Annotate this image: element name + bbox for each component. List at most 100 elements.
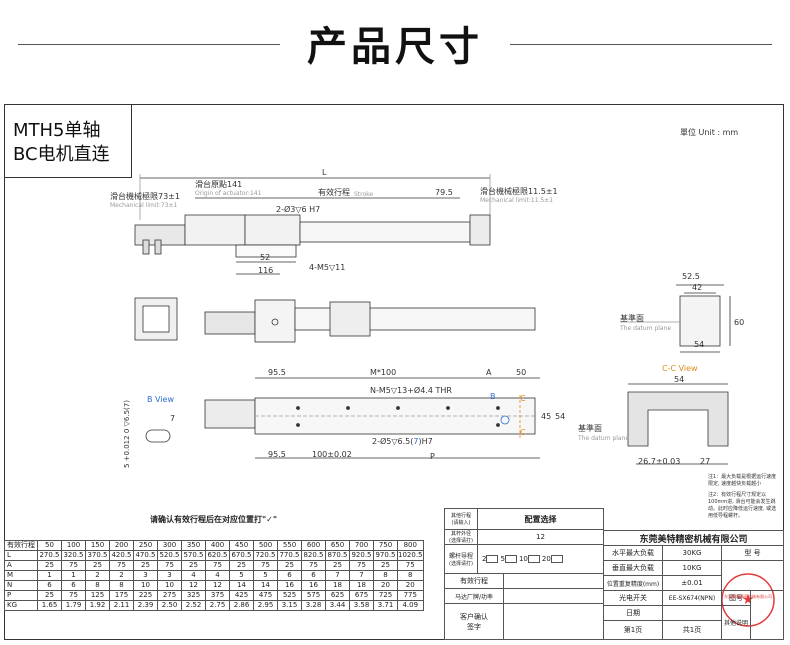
table-cell: 370.5 bbox=[85, 550, 110, 561]
table-cell: 325 bbox=[181, 590, 206, 601]
table-cell: 75 bbox=[301, 560, 326, 571]
table-cell: 125 bbox=[85, 590, 110, 601]
model-box: MTH5单轴 BC电机直连 bbox=[4, 104, 132, 178]
date-input[interactable] bbox=[662, 605, 722, 621]
lead-option-20-label: 20 bbox=[541, 555, 551, 563]
unit-label: 單位 Unit : mm bbox=[680, 128, 739, 137]
table-cell: 7 bbox=[349, 570, 374, 581]
datum-2-label-en: The datum plane bbox=[578, 435, 630, 442]
spec-value: 10KG bbox=[662, 560, 722, 576]
b-view-tolerance-a: 5 +0.012 bbox=[123, 435, 131, 468]
table-cell: 18 bbox=[325, 580, 350, 591]
spec-value: 30KG bbox=[662, 545, 722, 561]
table-cell: 1 bbox=[37, 570, 62, 581]
table-header: 50 bbox=[37, 540, 62, 551]
motor-brand-input[interactable] bbox=[503, 588, 604, 604]
table-cell: 175 bbox=[109, 590, 134, 601]
table-cell: 470.5 bbox=[133, 550, 158, 561]
table-cell: 475 bbox=[253, 590, 278, 601]
lead-option-2[interactable]: 2 bbox=[482, 555, 499, 563]
other-stroke-cell: 其他行程 (请输入) bbox=[444, 508, 478, 530]
stroke-label-en: Stroke bbox=[354, 191, 374, 198]
dim-95-5-bottom: 95.5 bbox=[268, 450, 286, 459]
row-label: M bbox=[4, 570, 38, 581]
lead-sub: (选择请打) bbox=[449, 561, 473, 567]
table-header: 150 bbox=[85, 540, 110, 551]
table-cell: 720.5 bbox=[253, 550, 278, 561]
table-cell: 2 bbox=[109, 570, 134, 581]
lead-options: 2 5 10 20 bbox=[477, 544, 604, 574]
spec-panel: 东莞美特精密机械有限公司 水平最大负载 30KG 型 号 垂直最大负载 10KG… bbox=[603, 530, 784, 640]
table-cell: 25 bbox=[229, 560, 254, 571]
table-cell: 25 bbox=[181, 560, 206, 571]
table-cell: 75 bbox=[349, 560, 374, 571]
rod-diameter-label: 其杆外径 bbox=[450, 531, 471, 537]
dim-P: P bbox=[430, 452, 435, 461]
table-cell: 75 bbox=[157, 560, 182, 571]
dim-27: 27 bbox=[700, 457, 711, 466]
dim-52-5: 52.5 bbox=[682, 272, 700, 281]
lead-option-10[interactable]: 10 bbox=[519, 555, 540, 563]
table-cell: 3 bbox=[133, 570, 158, 581]
customer-confirm-label: 客户确认 bbox=[460, 612, 488, 621]
table-cell: 25 bbox=[37, 590, 62, 601]
dim-26-7: 26.7±0.03 bbox=[638, 457, 681, 466]
table-cell: 1.65 bbox=[37, 600, 62, 611]
table-cell: 525 bbox=[277, 590, 302, 601]
lead-option-10-label: 10 bbox=[518, 555, 528, 563]
lead-option-5[interactable]: 5 bbox=[500, 555, 517, 563]
table-cell: 670.5 bbox=[229, 550, 254, 561]
table-cell: 75 bbox=[61, 560, 86, 571]
table-cell: 775 bbox=[397, 590, 424, 601]
row-label: N bbox=[4, 580, 38, 591]
table-header: 750 bbox=[373, 540, 398, 551]
spec-key: 垂直最大负载 bbox=[603, 560, 663, 576]
lead-option-2-box[interactable] bbox=[486, 555, 499, 563]
customer-sign-input[interactable] bbox=[503, 603, 604, 640]
table-cell: 4 bbox=[205, 570, 230, 581]
dim-50: 50 bbox=[516, 368, 527, 377]
table-cell: 75 bbox=[397, 560, 424, 571]
other-stroke-sub: (请输入) bbox=[451, 520, 471, 526]
model-line-1: MTH5单轴 bbox=[13, 120, 101, 141]
c-marker-bottom: C bbox=[520, 428, 526, 437]
dim-52: 52 bbox=[260, 253, 271, 262]
table-cell: 2 bbox=[85, 570, 110, 581]
table-cell: 8 bbox=[397, 570, 424, 581]
table-cell: 675 bbox=[349, 590, 374, 601]
origin-label: 滑台原點141 bbox=[195, 180, 243, 189]
lead-option-10-box[interactable] bbox=[527, 555, 540, 563]
table-cell: 16 bbox=[301, 580, 326, 591]
table-cell: 25 bbox=[85, 560, 110, 571]
hole-3-label: 2-Ø5▽6.5(7)H7 bbox=[372, 437, 433, 447]
note-1: 注1：最大负载是根据运行速度限定, 速度越快负载越小 bbox=[708, 474, 777, 487]
rod-diameter-value[interactable]: 12 bbox=[477, 529, 604, 545]
lead-option-20[interactable]: 20 bbox=[542, 555, 563, 563]
datum-2-label: 基準面 bbox=[578, 424, 602, 433]
customer-sign-label: 签字 bbox=[467, 622, 481, 631]
lead-cell: 螺杆导程 (选择请打) bbox=[444, 544, 478, 574]
table-cell: 425 bbox=[229, 590, 254, 601]
page-number: 第1页 bbox=[603, 620, 663, 640]
lead-option-5-box[interactable] bbox=[504, 555, 517, 563]
table-cell: 2.50 bbox=[157, 600, 182, 611]
hole-3-suffix: )H7 bbox=[418, 437, 433, 446]
note-2: 注2：有效行程尺寸规定以100mm进, 滑台可能会发生跳动。此时应降低运行速度,… bbox=[708, 492, 777, 519]
table-header: 250 bbox=[133, 540, 158, 551]
lead-option-2-label: 2 bbox=[482, 555, 487, 563]
company-name: 东莞美特精密机械有限公司 bbox=[603, 530, 784, 546]
table-cell: 3.58 bbox=[349, 600, 374, 611]
lead-option-20-box[interactable] bbox=[550, 555, 563, 563]
stroke-input[interactable] bbox=[503, 573, 604, 589]
datum-label-en: The datum plane bbox=[620, 325, 672, 332]
model-value-cell bbox=[721, 560, 784, 591]
dim-A: A bbox=[486, 368, 492, 377]
table-cell: 25 bbox=[277, 560, 302, 571]
limit-left-label-en: Mechanical limit:73±1 bbox=[110, 202, 178, 209]
table-cell: 75 bbox=[253, 560, 278, 571]
table-cell: 575 bbox=[301, 590, 326, 601]
config-panel: 其他行程 (请输入) 配置选择 其杆外径 (选择请打) 12 螺杆导程 (选择请… bbox=[444, 508, 604, 640]
dim-7: 7 bbox=[170, 414, 176, 423]
table-cell: 25 bbox=[37, 560, 62, 571]
